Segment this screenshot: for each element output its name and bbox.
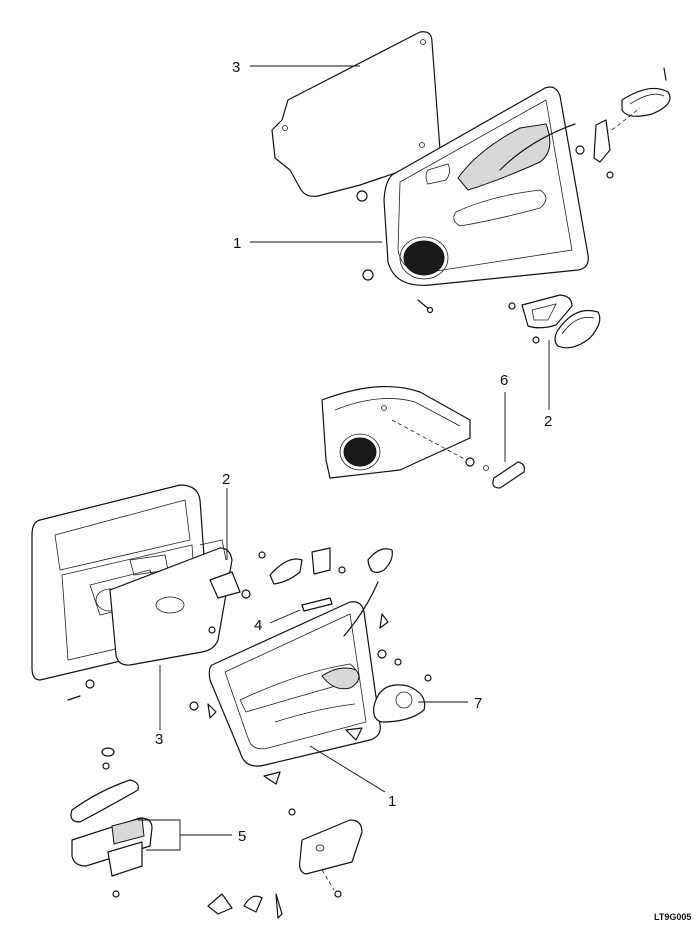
callout-label: 2	[222, 471, 230, 488]
callout-label: 1	[233, 235, 241, 252]
middle-panel-section	[321, 385, 525, 489]
callout-label: 5	[238, 828, 246, 845]
callout-labels: 3 1 2 6 2 4 3 7 1 5 LT9G005	[155, 59, 691, 922]
upper-door-trim-panel	[383, 86, 589, 286]
lower-vapor-barrier	[109, 539, 233, 666]
window-switch-assembly	[70, 747, 153, 898]
callout-label: 7	[474, 695, 482, 712]
callout-label: 6	[500, 372, 508, 389]
callout-label: 4	[254, 617, 262, 634]
upper-fasteners	[356, 190, 434, 314]
callout-label: 2	[544, 413, 552, 430]
armrest-switch-cover	[288, 808, 363, 898]
upper-right-bracket	[575, 67, 671, 179]
upper-inner-handle	[508, 294, 601, 349]
figure-code: LT9G005	[654, 912, 691, 922]
callout-label: 1	[388, 793, 396, 810]
lower-switch-and-latch	[67, 547, 393, 701]
bottom-small-parts	[207, 893, 283, 919]
lower-door-trim-panel	[208, 581, 381, 767]
leader-lines	[138, 65, 550, 851]
speaker-grille	[373, 684, 426, 723]
callout-label: 3	[232, 59, 240, 76]
lower-trim-fasteners	[189, 613, 432, 785]
callout-label: 3	[155, 731, 163, 748]
